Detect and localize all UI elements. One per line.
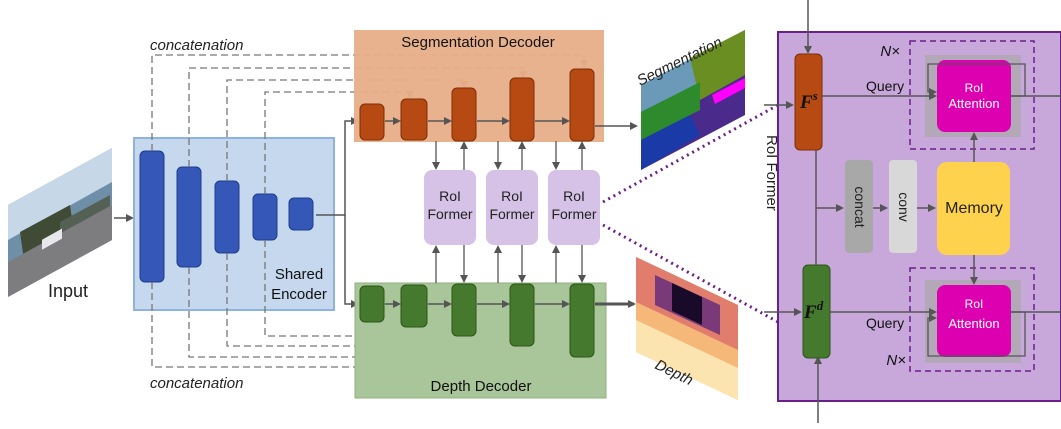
concatenation-top-label: concatenation — [150, 37, 243, 54]
roi-former-3-line1: RoI — [563, 188, 585, 204]
feature-fs-label: Fs — [799, 88, 818, 113]
conv-box — [889, 160, 917, 253]
roi-attention-bottom-line2: Attention — [948, 316, 999, 331]
roi-attention-top-line1: RoI — [965, 81, 984, 95]
depth-block-5 — [569, 283, 595, 358]
roi-attention-bottom-line1: RoI — [965, 297, 984, 311]
n-times-top: N× — [880, 43, 900, 60]
seg-block-5 — [569, 68, 595, 142]
segmentation-decoder-label: Segmentation Decoder — [401, 34, 554, 51]
roi-former-2-line1: RoI — [501, 188, 523, 204]
query-label-top: Query — [866, 78, 904, 94]
feature-fs-block — [794, 53, 823, 151]
seg-block-1 — [359, 103, 385, 141]
feature-fd-label: Fd — [803, 298, 824, 323]
roi-former-1-line2: Former — [427, 206, 472, 222]
encoder-block-5 — [288, 197, 314, 231]
attention-repeat-box-bottom — [909, 267, 1035, 372]
roi-former-1 — [424, 170, 476, 245]
memory-label: Memory — [945, 200, 1003, 217]
encoder-block-2 — [176, 166, 202, 268]
seg-block-4 — [509, 77, 535, 142]
query-label-bottom: Query — [866, 315, 904, 331]
depth-block-4 — [509, 283, 535, 347]
seg-block-2 — [400, 98, 428, 141]
shared-encoder-label-1: Shared — [275, 266, 323, 283]
depth-decoder-label: Depth Decoder — [431, 378, 532, 395]
depth-block-3 — [451, 283, 477, 337]
encoder-to-depth-arrow — [344, 215, 359, 308]
memory-box — [937, 162, 1010, 255]
n-times-bottom: N× — [886, 352, 906, 369]
depth-block-1 — [359, 285, 385, 323]
encoder-block-3 — [214, 180, 240, 254]
roi-attention-top — [937, 60, 1011, 132]
roi-former-3 — [548, 170, 600, 245]
roi-former-side-label: RoI Former — [763, 135, 780, 211]
roi-attention-top-line2: Attention — [948, 96, 999, 111]
seg-block-3 — [451, 87, 477, 142]
shared-encoder-label-2: Encoder — [271, 286, 327, 303]
encoder-block-4 — [252, 193, 278, 241]
roi-former-1-line1: RoI — [439, 188, 461, 204]
roi-former-2-line2: Former — [489, 206, 534, 222]
segmentation-output-image — [641, 30, 745, 170]
roi-attention-bottom — [937, 285, 1011, 357]
depth-output-image — [636, 257, 738, 400]
input-image — [8, 148, 112, 297]
input-label: Input — [48, 281, 88, 301]
roi-former-3-line2: Former — [551, 206, 596, 222]
attention-repeat-box-top — [909, 40, 1035, 150]
concatenation-bottom-label: concatenation — [150, 375, 243, 392]
depth-block-2 — [400, 284, 428, 328]
concat-label: concat — [852, 186, 868, 227]
encoder-to-seg-arrow — [316, 117, 359, 216]
concat-box — [845, 160, 873, 253]
encoder-block-1 — [139, 150, 165, 283]
roi-former-2 — [486, 170, 538, 245]
conv-label: conv — [896, 192, 912, 222]
